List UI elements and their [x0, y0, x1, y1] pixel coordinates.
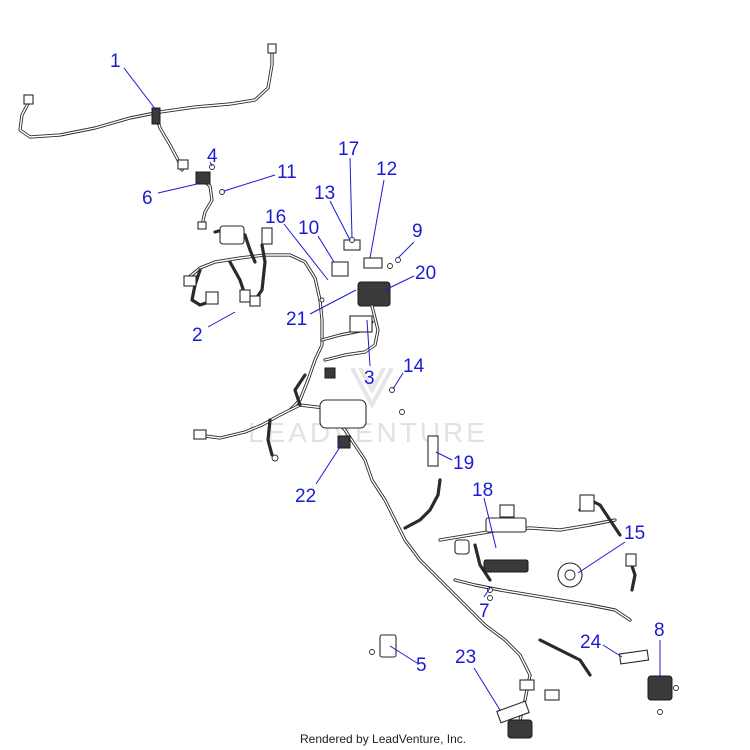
callout-2[interactable]: 2	[192, 325, 203, 346]
callout-23[interactable]: 23	[455, 647, 476, 668]
callouts: 1 2 3 4 5 6 7 8 9 10 11 12 13 14 15 16 1	[110, 51, 665, 711]
footer-credit: Rendered by LeadVenture, Inc.	[300, 732, 466, 746]
callout-5[interactable]: 5	[416, 655, 427, 676]
harness-upper	[183, 225, 374, 412]
callout-12[interactable]: 12	[376, 159, 397, 180]
callout-7[interactable]: 7	[479, 601, 490, 622]
callout-8[interactable]: 8	[654, 620, 665, 641]
callout-11[interactable]: 11	[277, 162, 297, 183]
callout-21[interactable]: 21	[286, 309, 307, 330]
callout-18[interactable]: 18	[472, 480, 493, 501]
callout-16[interactable]: 16	[265, 207, 286, 228]
ecu-assembly	[319, 237, 405, 415]
callout-14[interactable]: 14	[403, 356, 425, 377]
harness-middle	[193, 373, 532, 737]
callout-24[interactable]: 24	[580, 632, 602, 653]
callout-15[interactable]: 15	[624, 523, 645, 544]
watermark-text: LEADVENTURE	[248, 417, 488, 448]
harness-top	[18, 43, 277, 172]
callout-3[interactable]: 3	[364, 368, 375, 389]
callout-20[interactable]: 20	[415, 263, 436, 284]
callout-13[interactable]: 13	[314, 183, 335, 204]
sensor-harness	[195, 164, 225, 230]
callout-1[interactable]: 1	[110, 51, 121, 72]
callout-22[interactable]: 22	[295, 486, 316, 507]
callout-19[interactable]: 19	[453, 453, 474, 474]
callout-9[interactable]: 9	[412, 221, 423, 242]
callout-6[interactable]: 6	[142, 188, 153, 209]
callout-17[interactable]: 17	[338, 139, 359, 160]
harness-lower	[369, 494, 679, 739]
callout-10[interactable]: 10	[298, 218, 319, 239]
watermark-logo-icon	[350, 367, 394, 410]
callout-4[interactable]: 4	[207, 146, 218, 167]
